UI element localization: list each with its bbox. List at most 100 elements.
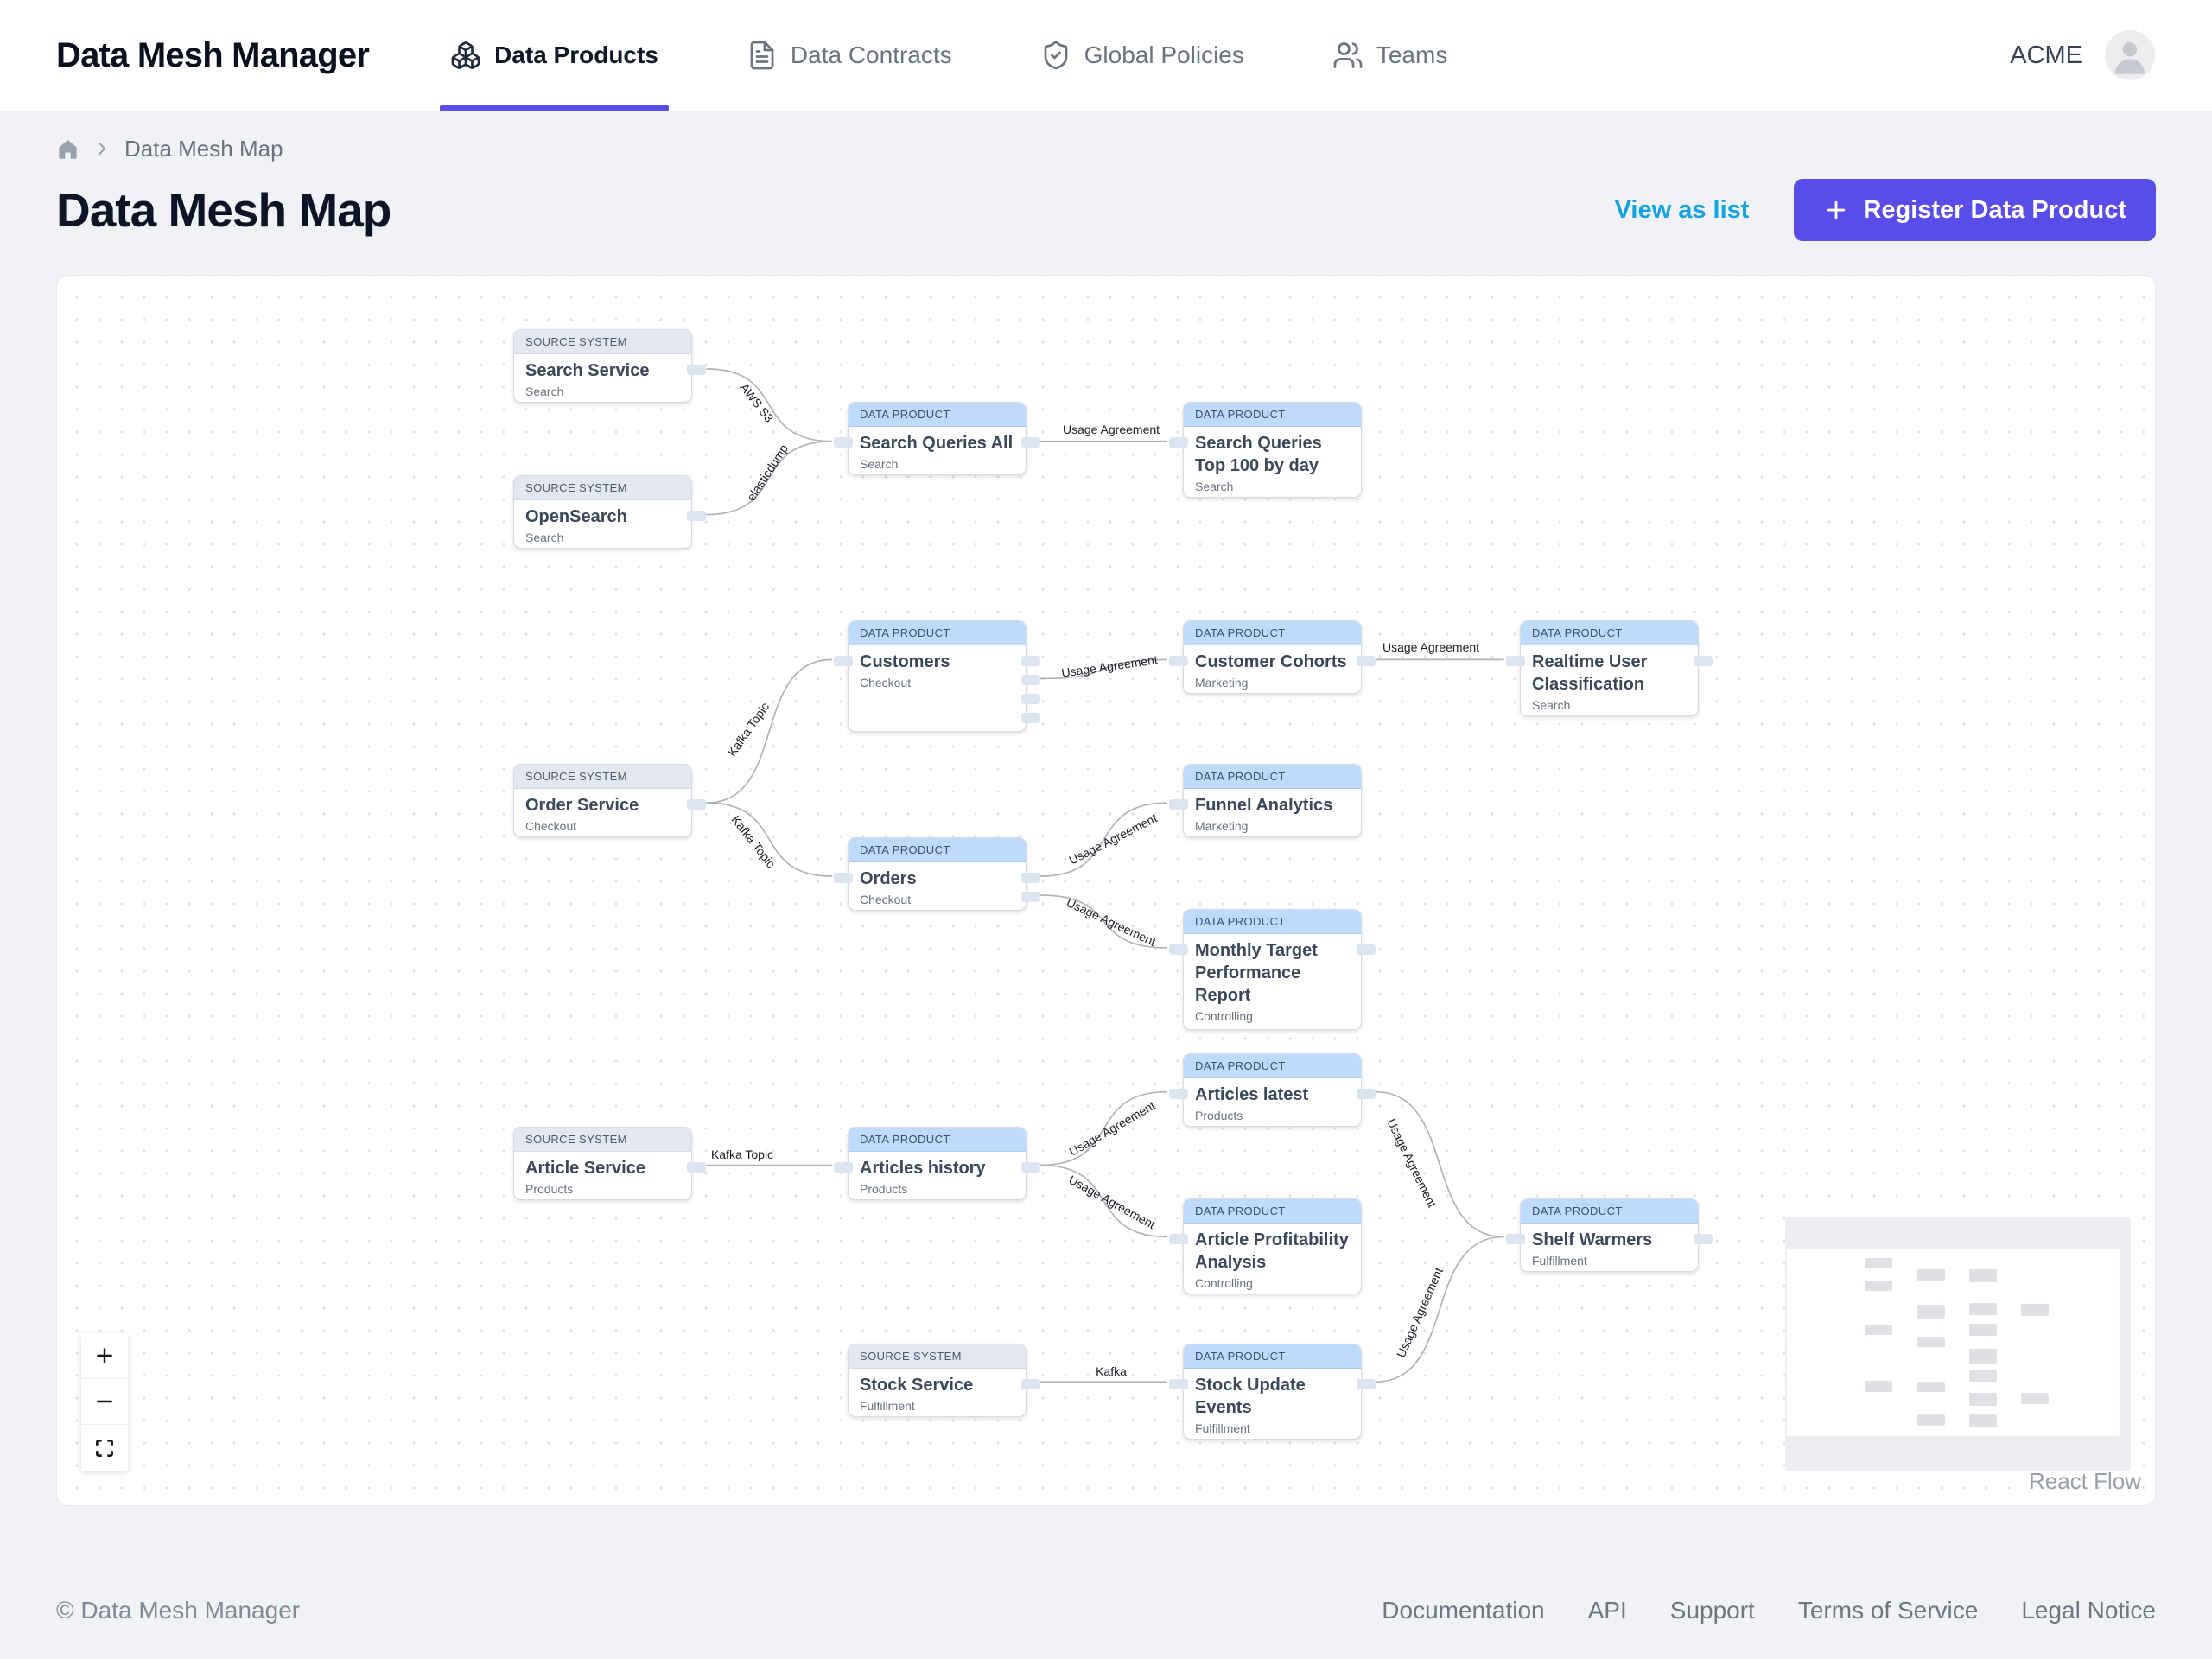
fit-view-button[interactable] — [81, 1425, 128, 1471]
tab-teams[interactable]: Teams — [1322, 0, 1458, 111]
source-handle[interactable] — [1021, 694, 1040, 704]
source-handle[interactable] — [687, 511, 706, 521]
target-handle[interactable] — [1506, 1234, 1525, 1244]
minimap-node — [1969, 1303, 1997, 1315]
target-handle[interactable] — [1506, 656, 1525, 666]
source-handle[interactable] — [1357, 944, 1376, 955]
app-brand[interactable]: Data Mesh Manager — [56, 35, 370, 74]
footer-link-api[interactable]: API — [1587, 1597, 1627, 1624]
minimap-node — [1865, 1325, 1892, 1335]
target-handle[interactable] — [834, 437, 853, 448]
footer-copyright: © Data Mesh Manager — [56, 1597, 301, 1624]
target-handle[interactable] — [834, 873, 853, 883]
org-switcher[interactable]: ACME — [2010, 41, 2082, 69]
footer-link-legal-notice[interactable]: Legal Notice — [2021, 1597, 2156, 1624]
node-title: OpenSearch — [525, 507, 627, 526]
fit-view-icon — [96, 1439, 113, 1457]
flow-edge — [706, 440, 833, 516]
tab-global-policies[interactable]: Global Policies — [1030, 0, 1255, 111]
target-handle[interactable] — [1169, 1379, 1188, 1389]
node-title: Orders — [860, 869, 917, 888]
user-avatar[interactable] — [2105, 30, 2155, 80]
source-handle[interactable] — [1021, 873, 1040, 883]
target-handle[interactable] — [1169, 1234, 1188, 1244]
tab-data-products[interactable]: Data Products — [440, 0, 669, 111]
target-handle[interactable] — [1169, 944, 1188, 955]
footer-links: Documentation API Support Terms of Service L… — [1382, 1597, 2156, 1624]
minus-icon — [97, 1400, 112, 1403]
register-data-product-button[interactable]: Register Data Product — [1794, 179, 2156, 241]
source-handle[interactable] — [687, 799, 706, 810]
node-title: Search Queries Top 100 by day — [1195, 434, 1322, 475]
target-handle[interactable] — [834, 656, 853, 666]
zoom-out-button[interactable] — [81, 1379, 128, 1425]
title-row: Data Mesh Map View as list Register Data… — [56, 171, 2156, 249]
home-icon[interactable] — [56, 137, 79, 161]
footer-link-documentation[interactable]: Documentation — [1382, 1597, 1545, 1624]
source-handle[interactable] — [1357, 1379, 1376, 1389]
footer-link-support[interactable]: Support — [1669, 1597, 1755, 1624]
node-domain: Controlling — [1195, 1276, 1253, 1290]
flow-edge — [1375, 1236, 1504, 1383]
target-handle[interactable] — [1169, 1089, 1188, 1099]
view-as-list-link[interactable]: View as list — [1614, 195, 1750, 224]
flow-edge — [1040, 802, 1167, 877]
node-title: Article Service — [525, 1159, 645, 1178]
source-handle[interactable] — [1021, 713, 1040, 723]
source-handle[interactable] — [1357, 656, 1376, 666]
breadcrumb: Data Mesh Map — [56, 131, 283, 166]
node-domain: Search — [1532, 698, 1571, 712]
source-handle[interactable] — [687, 365, 706, 375]
source-handle[interactable] — [1021, 892, 1040, 902]
minimap-node — [1865, 1381, 1892, 1392]
flow-edge — [1040, 658, 1167, 680]
source-handle[interactable] — [687, 1162, 706, 1173]
target-handle[interactable] — [1169, 656, 1188, 666]
node-domain: Products — [525, 1182, 574, 1196]
target-handle[interactable] — [1169, 799, 1188, 810]
node-title: Realtime User Classification — [1532, 652, 1648, 694]
source-handle[interactable] — [1021, 1379, 1040, 1389]
node-type-label: SOURCE SYSTEM — [514, 476, 691, 500]
node-title: Shelf Warmers — [1532, 1230, 1653, 1249]
source-handle[interactable] — [1357, 1089, 1376, 1099]
source-handle[interactable] — [1021, 656, 1040, 666]
zoom-in-button[interactable] — [81, 1333, 128, 1379]
footer-link-terms-of-service[interactable]: Terms of Service — [1797, 1597, 1979, 1624]
node-title: Stock Service — [860, 1376, 974, 1395]
minimap-node — [2021, 1304, 2049, 1316]
node-type-label: DATA PRODUCT — [849, 1128, 1026, 1152]
tab-label: Teams — [1376, 41, 1448, 68]
target-handle[interactable] — [1169, 437, 1188, 448]
page-actions: View as list Register Data Product — [1615, 179, 2156, 241]
edge-label: Usage Agreement — [1382, 640, 1480, 654]
minimap[interactable] — [1785, 1217, 2131, 1471]
source-handle[interactable] — [1694, 656, 1713, 666]
tab-data-contracts[interactable]: Data Contracts — [736, 0, 963, 111]
source-handle[interactable] — [1021, 675, 1040, 685]
source-handle[interactable] — [1694, 1234, 1713, 1244]
tab-label: Global Policies — [1084, 41, 1244, 68]
target-handle[interactable] — [834, 1162, 853, 1173]
source-handle[interactable] — [1021, 437, 1040, 448]
source-handle[interactable] — [1021, 1162, 1040, 1173]
